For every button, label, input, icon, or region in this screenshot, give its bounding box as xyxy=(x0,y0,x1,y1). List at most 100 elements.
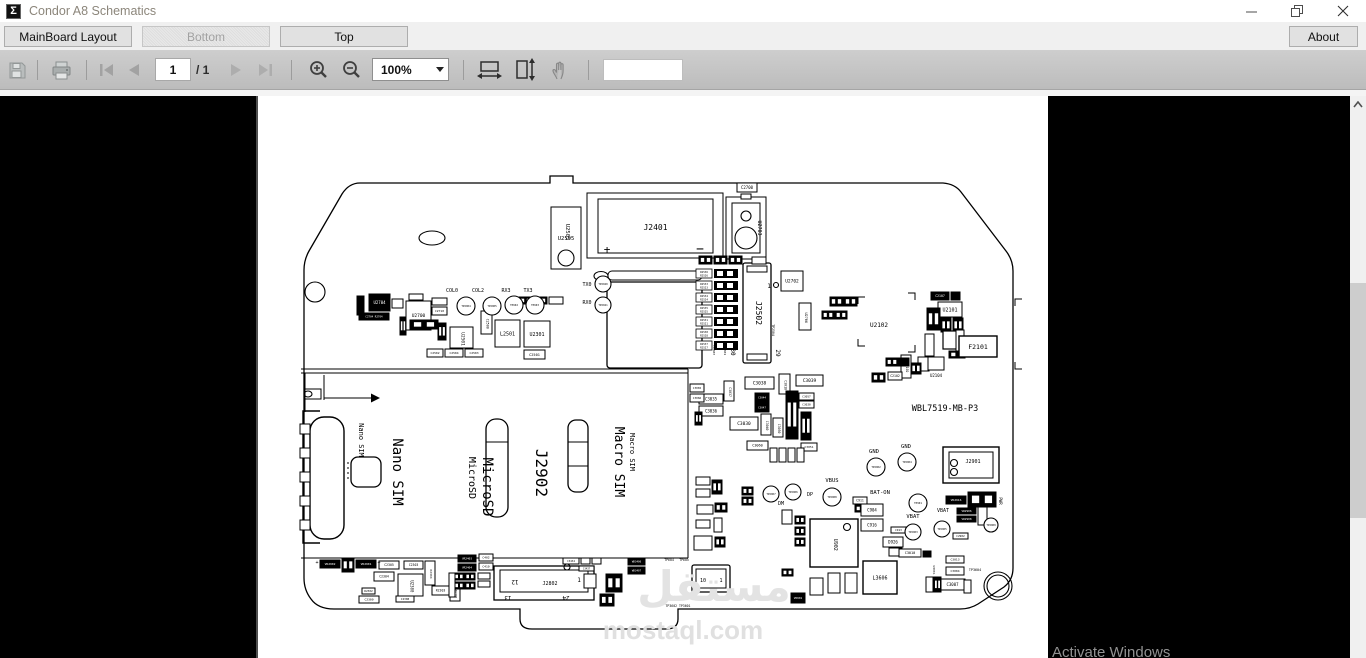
label-R2523: R2523 xyxy=(700,286,708,290)
watermark-latin: mostaql.com xyxy=(603,615,763,645)
window-title: Condor A8 Schematics xyxy=(29,4,157,18)
component-C3051 xyxy=(800,442,818,452)
component xyxy=(796,447,805,463)
pad xyxy=(942,321,945,329)
pad xyxy=(717,271,723,276)
label-C3038: C3038 xyxy=(753,381,767,387)
save-button[interactable] xyxy=(8,50,27,90)
component-C2107 xyxy=(930,291,950,301)
component xyxy=(698,255,713,265)
vertical-scrollbar[interactable] xyxy=(1350,96,1366,658)
zoom-level-select[interactable]: 100% xyxy=(372,58,449,81)
pad xyxy=(343,561,347,569)
pad xyxy=(887,359,891,364)
component xyxy=(548,296,564,305)
label-29: 29 xyxy=(774,349,781,357)
fit-height-button[interactable] xyxy=(514,50,538,90)
testpoint-label: TP2903 xyxy=(908,530,918,534)
toolbar-separator xyxy=(463,60,464,80)
component-C3040 xyxy=(760,413,772,436)
top-layer-button[interactable]: Top xyxy=(280,26,408,47)
search-input[interactable] xyxy=(603,59,683,81)
fit-width-button[interactable] xyxy=(477,50,503,90)
pad xyxy=(954,321,957,329)
component xyxy=(800,411,812,441)
label-RX0: RX0 xyxy=(582,300,591,306)
component xyxy=(794,515,806,525)
component xyxy=(695,519,711,529)
component-U2505 xyxy=(550,206,582,270)
label-R2304: R2304 xyxy=(429,570,433,579)
pad xyxy=(831,299,836,304)
print-button[interactable] xyxy=(51,50,72,90)
component-C402 xyxy=(478,553,494,562)
label-C2902: C2902 xyxy=(956,534,965,538)
scrollbar-thumb[interactable] xyxy=(1350,283,1366,518)
component-C2502 xyxy=(426,348,444,358)
hand-icon xyxy=(552,61,564,80)
minimize-button[interactable] xyxy=(1228,0,1274,22)
pan-tool-button[interactable] xyxy=(550,50,570,90)
page-number-input[interactable] xyxy=(155,58,191,81)
pad xyxy=(455,583,458,588)
component xyxy=(933,576,942,593)
component-D926 xyxy=(882,536,904,548)
testpoint-label: TP602 xyxy=(510,303,518,307)
about-button[interactable]: About xyxy=(1289,26,1358,47)
label-VBUS: VBUS xyxy=(825,478,838,484)
pad-circle xyxy=(983,571,1013,601)
component xyxy=(827,572,841,594)
scroll-up-button[interactable] xyxy=(1350,96,1366,113)
testpoint-label: TP2940 xyxy=(598,282,608,286)
component xyxy=(728,255,743,265)
res-array xyxy=(714,269,738,278)
pcb-schematic: U2505J2401C2700U2702U2706C2107U2101L2104… xyxy=(299,175,1022,645)
pad-ellipse xyxy=(303,390,313,398)
document-viewer: U2505J2401C2700U2702U2706C2107U2101L2104… xyxy=(0,90,1366,658)
zoom-out-icon xyxy=(343,61,360,78)
first-page-button xyxy=(98,50,116,90)
label-C2503: C2503 xyxy=(469,351,478,355)
mainboard-layout-button[interactable]: MainBoard Layout xyxy=(4,26,132,47)
label-U2505: U2505 xyxy=(564,224,570,241)
testpoint-TP2940 xyxy=(594,275,612,293)
component xyxy=(713,517,723,533)
res-label-box xyxy=(695,340,713,351)
component xyxy=(464,581,476,590)
zoom-out-button[interactable] xyxy=(341,50,363,90)
minimize-icon xyxy=(1245,11,1257,12)
res-label-box xyxy=(695,304,713,315)
pad xyxy=(807,418,810,433)
component-C904 xyxy=(860,503,884,517)
label-L2501: L2501 xyxy=(500,331,515,337)
pad xyxy=(796,517,799,522)
label-U2101: U2101 xyxy=(942,307,957,313)
restore-button[interactable] xyxy=(1274,0,1320,22)
label-COL2: COL2 xyxy=(472,288,484,294)
pad xyxy=(984,495,993,504)
pad xyxy=(788,570,792,575)
label-C3035: C3035 xyxy=(705,396,718,401)
label-L2102: L2102 xyxy=(905,363,909,373)
scroll-up-icon xyxy=(1353,101,1363,108)
pad xyxy=(471,583,474,588)
testpoint-label: TP2904 xyxy=(461,304,471,308)
label-U2702: U2702 xyxy=(785,279,799,285)
zoom-in-button[interactable] xyxy=(308,50,330,90)
activate-overlay-text: Activate Windows xyxy=(1052,644,1171,658)
pad xyxy=(851,299,856,304)
pad-circle xyxy=(304,281,326,303)
viewer-canvas[interactable]: U2505J2401C2700U2702U2706C2107U2101L2104… xyxy=(0,96,1350,658)
label-C2700: C2700 xyxy=(741,185,754,190)
label-C3030: C3030 xyxy=(737,421,751,427)
component xyxy=(821,310,835,320)
pad xyxy=(893,359,897,364)
sim-region xyxy=(301,368,689,559)
label-D926: D926 xyxy=(888,539,898,544)
component xyxy=(829,296,844,307)
testpoint-TP2904 xyxy=(456,296,476,316)
pad xyxy=(727,271,733,276)
label-C3037: C3037 xyxy=(728,387,732,397)
label-C2107: C2107 xyxy=(935,294,945,298)
close-button[interactable] xyxy=(1320,0,1366,22)
